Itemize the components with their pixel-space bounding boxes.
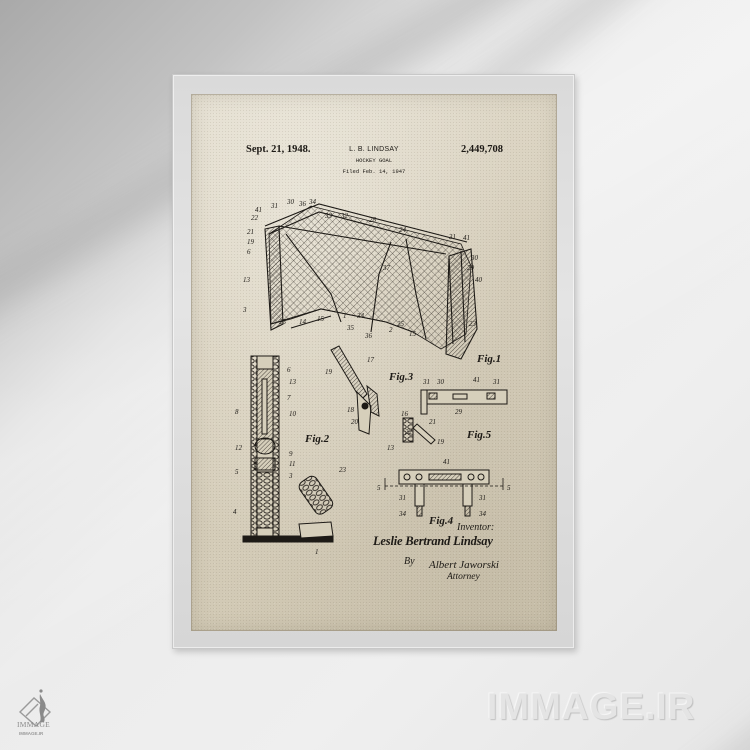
- patent-filed-date: Filed Feb. 14, 1947: [342, 168, 406, 175]
- svg-text:11: 11: [289, 460, 295, 468]
- svg-text:13: 13: [243, 276, 251, 284]
- svg-text:40: 40: [475, 276, 483, 284]
- svg-text:31: 31: [478, 494, 486, 502]
- patent-inventor-header: L. B. LINDSAY: [349, 146, 399, 153]
- svg-text:22: 22: [405, 428, 413, 436]
- figure-3-labels: 19 17 18 20 16 Fig.3: [325, 356, 414, 426]
- svg-text:34: 34: [356, 312, 365, 320]
- figure-4-labels: 41 5 5 31 31 34 34 Fig.4: [377, 458, 511, 527]
- svg-text:41: 41: [255, 206, 262, 214]
- svg-text:5: 5: [377, 484, 381, 492]
- by-label: By: [404, 556, 415, 567]
- svg-text:31: 31: [448, 233, 456, 241]
- fig3-label: Fig.3: [388, 371, 414, 383]
- svg-text:15: 15: [409, 330, 417, 338]
- svg-text:1: 1: [315, 548, 319, 556]
- svg-text:23: 23: [279, 318, 287, 326]
- watermark: IMMAGE.IR: [487, 686, 696, 727]
- svg-text:23: 23: [469, 320, 477, 328]
- patent-number: 2,449,708: [461, 144, 503, 155]
- svg-text:31: 31: [398, 494, 406, 502]
- attorney-label: Attorney: [447, 572, 480, 582]
- svg-text:2: 2: [389, 326, 393, 334]
- svg-text:21: 21: [429, 418, 436, 426]
- svg-text:31: 31: [492, 378, 500, 386]
- svg-text:36: 36: [364, 332, 373, 340]
- logo-text: IMMAGE: [17, 720, 51, 729]
- svg-text:6: 6: [287, 366, 291, 374]
- svg-text:29: 29: [455, 408, 463, 416]
- svg-text:41: 41: [463, 234, 470, 242]
- figure-4-bracket: [384, 469, 504, 517]
- svg-text:19: 19: [437, 438, 445, 446]
- svg-text:33: 33: [324, 212, 333, 220]
- svg-text:34: 34: [478, 510, 487, 518]
- svg-text:19: 19: [325, 368, 333, 376]
- svg-text:3: 3: [288, 472, 293, 480]
- fig5-label: Fig.5: [466, 429, 492, 441]
- svg-text:31: 31: [270, 202, 278, 210]
- svg-text:13: 13: [387, 444, 395, 452]
- figure-1-hockey-goal: [264, 203, 478, 360]
- logo-subtext: IMMAGE.IR: [19, 731, 44, 736]
- svg-text:5: 5: [235, 468, 239, 476]
- attorney-signature: Albert Jaworski: [429, 559, 499, 571]
- figure-5-bracket: [402, 389, 508, 445]
- svg-text:12: 12: [235, 444, 243, 452]
- patent-date: Sept. 21, 1948.: [246, 144, 311, 155]
- svg-text:4: 4: [233, 508, 237, 516]
- svg-text:28: 28: [369, 216, 377, 224]
- inventor-label: Inventor:: [457, 522, 495, 533]
- svg-text:14: 14: [299, 318, 307, 326]
- svg-text:23: 23: [339, 466, 347, 474]
- fig2-label: Fig.2: [304, 433, 330, 445]
- svg-text:3: 3: [242, 306, 247, 314]
- picture-frame: Sept. 21, 1948. L. B. LINDSAY HOCKEY GOA…: [172, 74, 575, 649]
- svg-text:5: 5: [507, 484, 511, 492]
- fig4-label: Fig.4: [428, 515, 454, 527]
- svg-text:32: 32: [340, 212, 349, 220]
- patent-title: HOCKEY GOAL: [355, 157, 393, 164]
- svg-text:19: 19: [247, 238, 255, 246]
- figure-2-labels: 6 13 7 8 10 12 9 11 5 3 4 23 1 Fig.2: [233, 366, 347, 556]
- svg-text:41: 41: [473, 376, 480, 384]
- svg-text:30: 30: [470, 254, 479, 262]
- svg-text:35: 35: [346, 324, 355, 332]
- svg-text:29: 29: [467, 264, 475, 272]
- immage-logo-icon: [18, 689, 52, 727]
- inventor-signature: Leslie Bertrand Lindsay: [373, 534, 493, 548]
- svg-text:16: 16: [401, 410, 409, 418]
- svg-text:36: 36: [298, 200, 307, 208]
- svg-text:13: 13: [289, 378, 297, 386]
- svg-text:20: 20: [351, 418, 359, 426]
- svg-text:17: 17: [367, 356, 375, 364]
- svg-text:30: 30: [286, 198, 295, 206]
- fig1-label: Fig.1: [476, 353, 501, 365]
- svg-text:8: 8: [235, 408, 239, 416]
- patent-print: Sept. 21, 1948. L. B. LINDSAY HOCKEY GOA…: [191, 94, 557, 631]
- svg-text:9: 9: [289, 450, 293, 458]
- svg-text:10: 10: [289, 410, 297, 418]
- svg-text:15: 15: [317, 315, 325, 323]
- svg-text:24: 24: [399, 226, 407, 234]
- svg-text:1: 1: [343, 312, 347, 320]
- svg-text:21: 21: [247, 228, 254, 236]
- figure-3-clamp: [330, 345, 380, 435]
- svg-text:7: 7: [287, 394, 291, 402]
- svg-text:6: 6: [247, 248, 251, 256]
- svg-text:31: 31: [422, 378, 430, 386]
- svg-text:41: 41: [443, 458, 450, 466]
- svg-text:30: 30: [436, 378, 445, 386]
- svg-text:18: 18: [347, 406, 355, 414]
- svg-text:22: 22: [251, 214, 259, 222]
- figure-2-post-section: [242, 355, 334, 543]
- figure-5-labels: 31 30 41 31 29 21 22 19 13 Fig.5: [387, 376, 500, 452]
- svg-text:37: 37: [382, 264, 391, 272]
- svg-text:34: 34: [308, 198, 317, 206]
- svg-text:25: 25: [397, 320, 405, 328]
- svg-text:34: 34: [398, 510, 407, 518]
